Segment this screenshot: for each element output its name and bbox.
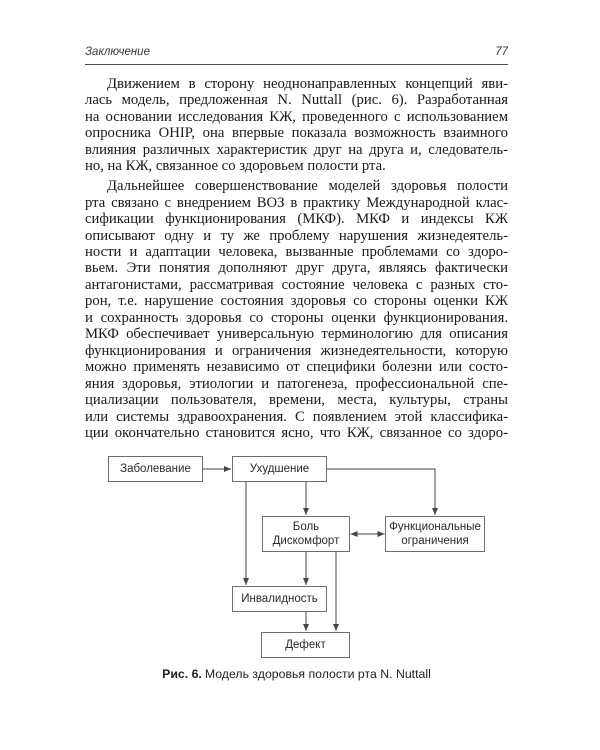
text-line: антагонистами, рассматривая состояние че… (85, 276, 508, 293)
flow-node-disease: Заболевание (108, 456, 203, 482)
figure-caption-label: Рис. 6. (162, 667, 202, 681)
text-line: циализации пользователя, времени, места,… (85, 392, 508, 409)
running-header: Заключение 77 (85, 46, 508, 58)
text-line: но, на КЖ, связанное со здоровьем полост… (85, 158, 386, 175)
figure-caption: Рис. 6.Модель здоровья полости рта N. Nu… (85, 667, 508, 681)
paragraph: Дальнейшее совершенствование моделей здо… (85, 178, 508, 441)
header-rule (85, 64, 508, 65)
flow-node-pain-discomfort: Боль Дискомфорт (262, 516, 350, 552)
text-line: описывают одну и ту же проблему нарушени… (85, 227, 508, 244)
page-number: 77 (495, 46, 508, 58)
text-line: Дальнейшее совершенствование моделей здо… (107, 178, 508, 195)
text-line: рта связано с внедрением ВОЗ в практику … (85, 194, 508, 211)
text-line: влияния различных характеристик друг на … (85, 141, 508, 158)
text-line: Движением в сторону неоднонаправленных к… (107, 76, 508, 92)
text-line: функционирования и ограничения жизнедеят… (85, 342, 508, 359)
text-line: вьем. Эти понятия дополняют друг друга, … (85, 260, 508, 277)
text-line: МКФ обеспечивает универсальную терминоло… (85, 326, 508, 343)
body-text: Движением в сторону неоднонаправленных к… (85, 76, 508, 441)
text-line: ности и адаптации человека, вызванные пр… (85, 244, 508, 261)
flow-node-defect: Дефект (261, 632, 350, 658)
figure-caption-text: Модель здоровья полости рта N. Nuttall (204, 667, 431, 681)
flow-node-functional-limitations: Функциональные ограничения (385, 516, 485, 552)
text-line: опросника OHIP, она впервые показала воз… (85, 125, 508, 142)
flow-node-disability: Инвалидность (232, 586, 327, 612)
text-line: ции окончательно становится ясно, что КЖ… (85, 425, 508, 442)
text-line: сификации функционирования (МКФ). МКФ и … (85, 211, 508, 228)
text-line: можно применять независимо от специфики … (85, 359, 508, 376)
text-line: на основании исследования КЖ, проведенно… (85, 108, 508, 125)
text-line: или системы здравоохранения. С появление… (85, 408, 508, 425)
running-head-title: Заключение (85, 46, 150, 58)
text-line: лась модель, предложенная N. Nuttall (ри… (85, 92, 508, 109)
text-line: яния здоровья, этиологии и патогенеза, п… (85, 375, 508, 392)
paragraph: Движением в сторону неоднонаправленных к… (85, 76, 508, 175)
text-line: рон, т.е. нарушение состояния здоровья с… (85, 293, 508, 310)
flow-node-deterioration: Ухудшение (232, 456, 327, 482)
text-line: и сохранность здоровья со стороны оценки… (85, 309, 508, 326)
